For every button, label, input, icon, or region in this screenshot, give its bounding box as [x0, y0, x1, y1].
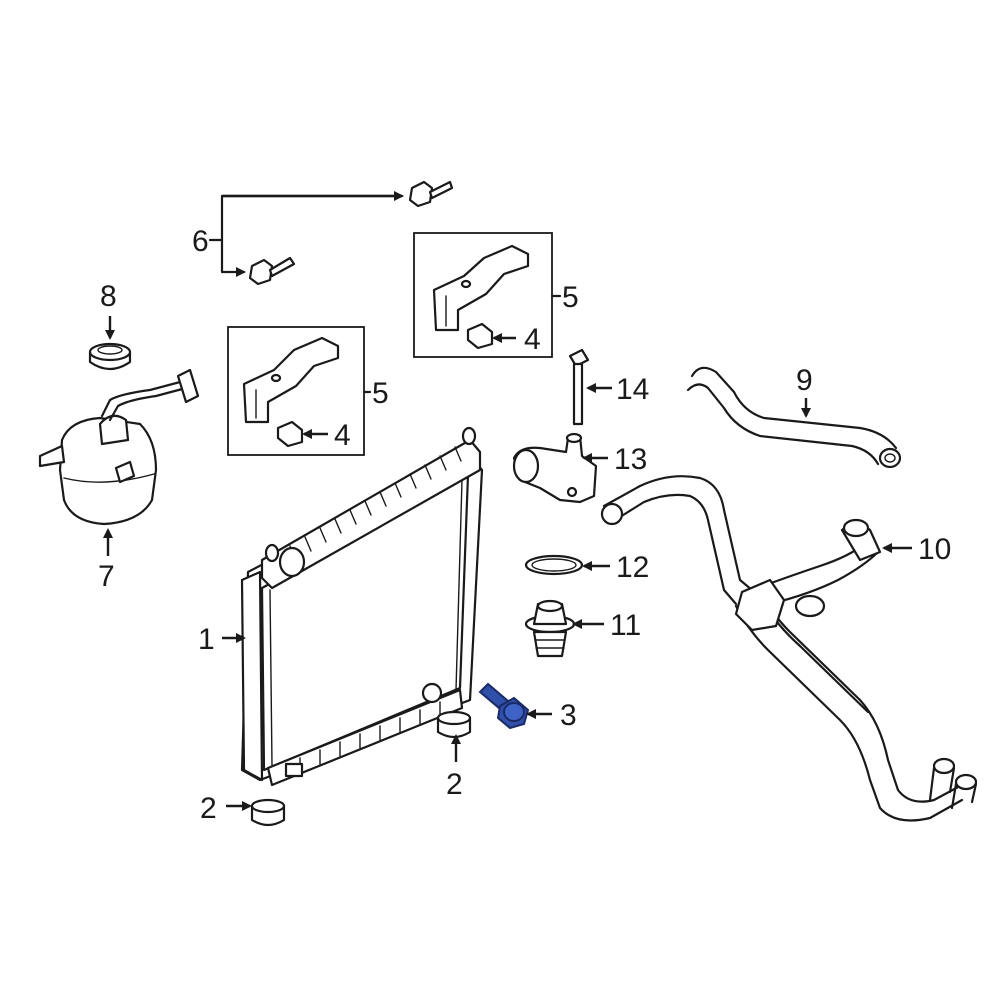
label-14: 14: [616, 373, 649, 406]
label-12: 12: [616, 551, 649, 584]
reservoir-cap: [88, 342, 132, 371]
stud-bolt: [568, 348, 590, 426]
thermostat: [524, 599, 576, 658]
label-2-right: 2: [446, 768, 463, 801]
label-9: 9: [796, 364, 813, 397]
bolt-set: [208, 180, 454, 286]
label-4-upper: 4: [524, 323, 541, 356]
label-7: 7: [98, 560, 115, 593]
label-3: 3: [560, 699, 577, 732]
upper-hose: [686, 366, 902, 469]
bracket-kit-upper: [413, 232, 553, 358]
radiator-bolt-highlighted: [478, 682, 530, 730]
label-10: 10: [918, 533, 951, 566]
label-4-lower: 4: [334, 419, 351, 452]
label-5-upper: 5: [562, 281, 579, 314]
thermostat-housing: [512, 432, 598, 504]
label-8: 8: [100, 280, 117, 313]
label-2-left: 2: [200, 792, 217, 825]
bracket-kit-lower: [227, 326, 365, 456]
callout-arrows: [103, 294, 912, 811]
coolant-reservoir: [38, 368, 200, 526]
lower-hose-assembly: [600, 475, 978, 822]
label-11: 11: [610, 609, 641, 642]
gasket: [524, 554, 584, 576]
radiator: [240, 426, 484, 787]
label-1: 1: [198, 623, 215, 656]
grommet-right: [436, 710, 472, 739]
label-6: 6: [192, 225, 209, 258]
label-5-lower: 5: [372, 377, 389, 410]
label-13: 13: [614, 443, 647, 476]
grommet-left: [250, 798, 286, 827]
